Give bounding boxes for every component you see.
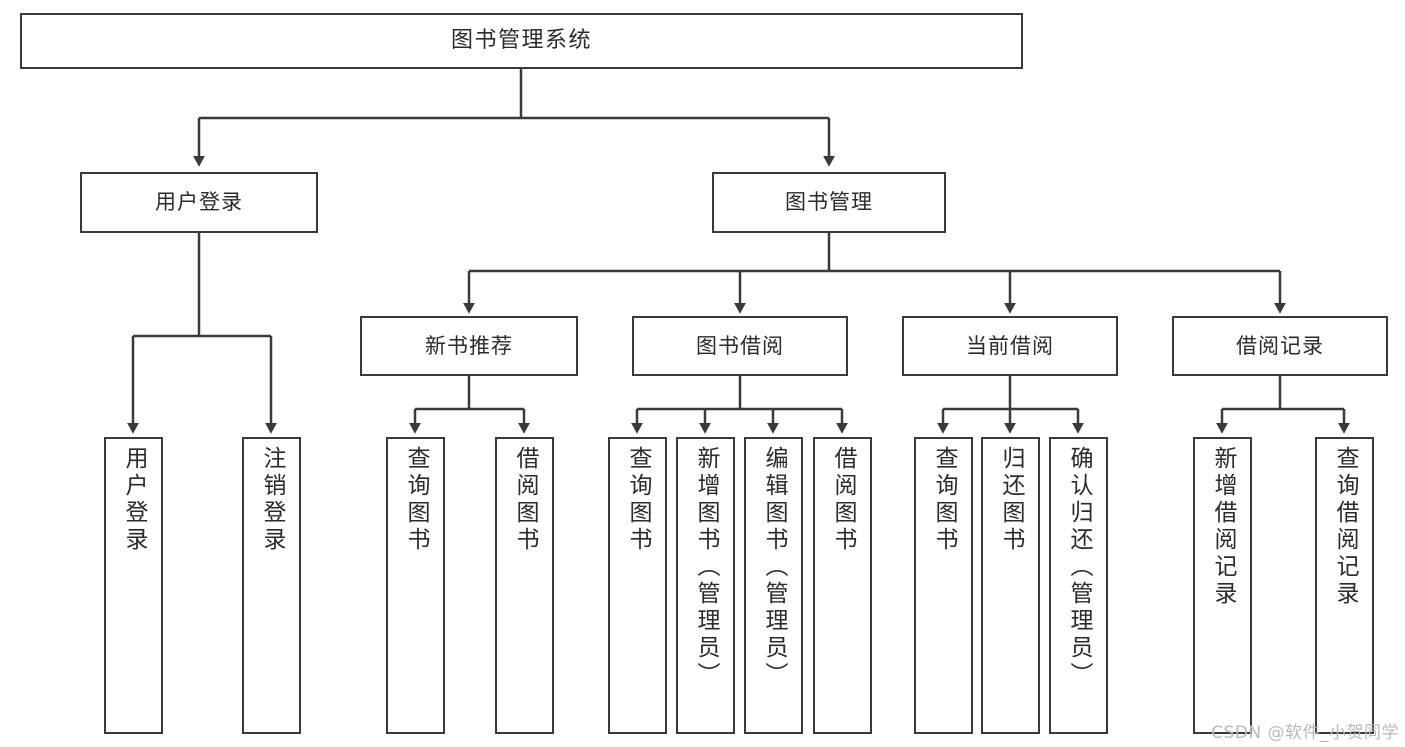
node-label: 当前借阅 bbox=[966, 333, 1054, 358]
node-label: 图书管理系统 bbox=[450, 28, 592, 54]
leaf-label: 注销登录 bbox=[259, 446, 285, 554]
node-label: 借阅记录 bbox=[1236, 333, 1324, 358]
leaf-query-book-recommend[interactable]: 查询图书 bbox=[386, 437, 445, 734]
leaf-add-book-admin[interactable]: 新增图书（管理员） bbox=[676, 437, 735, 734]
leaf-confirm-return-admin[interactable]: 确认归还（管理员） bbox=[1049, 437, 1108, 734]
node-borrow-records[interactable]: 借阅记录 bbox=[1172, 316, 1388, 376]
leaf-label: 查询图书 bbox=[625, 446, 651, 554]
leaf-label: 编辑图书（管理员） bbox=[761, 446, 787, 689]
leaf-label: 新增借阅记录 bbox=[1210, 446, 1236, 608]
leaf-label: 归还图书 bbox=[998, 446, 1024, 554]
leaf-query-book-current[interactable]: 查询图书 bbox=[914, 437, 973, 734]
node-label: 用户登录 bbox=[155, 190, 243, 215]
leaf-label: 借阅图书 bbox=[830, 446, 856, 554]
node-current-borrow[interactable]: 当前借阅 bbox=[902, 316, 1118, 376]
leaf-logout[interactable]: 注销登录 bbox=[242, 437, 301, 734]
leaf-query-borrow-record[interactable]: 查询借阅记录 bbox=[1315, 437, 1374, 734]
leaf-label: 用户登录 bbox=[121, 446, 147, 554]
leaf-label: 查询图书 bbox=[931, 446, 957, 554]
leaf-borrow-book-recommend[interactable]: 借阅图书 bbox=[495, 437, 554, 734]
csdn-watermark: CSDN @软件_小贺同学 bbox=[1211, 723, 1399, 743]
leaf-add-borrow-record[interactable]: 新增借阅记录 bbox=[1193, 437, 1252, 734]
node-label: 图书借阅 bbox=[696, 333, 784, 358]
leaf-label: 新增图书（管理员） bbox=[693, 446, 719, 689]
leaf-label: 查询借阅记录 bbox=[1332, 446, 1358, 608]
leaf-query-book-borrow[interactable]: 查询图书 bbox=[608, 437, 667, 734]
leaf-user-login[interactable]: 用户登录 bbox=[104, 437, 163, 734]
node-user-login[interactable]: 用户登录 bbox=[80, 172, 318, 233]
node-label: 新书推荐 bbox=[425, 333, 513, 358]
leaf-return-book[interactable]: 归还图书 bbox=[981, 437, 1040, 734]
node-root-book-management-system[interactable]: 图书管理系统 bbox=[20, 13, 1023, 69]
node-new-book-recommend[interactable]: 新书推荐 bbox=[360, 316, 578, 376]
node-book-borrow[interactable]: 图书借阅 bbox=[632, 316, 848, 376]
leaf-label: 确认归还（管理员） bbox=[1066, 446, 1092, 689]
node-label: 图书管理 bbox=[785, 190, 873, 215]
leaf-edit-book-admin[interactable]: 编辑图书（管理员） bbox=[744, 437, 803, 734]
leaf-label: 查询图书 bbox=[403, 446, 429, 554]
leaf-borrow-book[interactable]: 借阅图书 bbox=[813, 437, 872, 734]
leaf-label: 借阅图书 bbox=[512, 446, 538, 554]
node-book-management[interactable]: 图书管理 bbox=[712, 172, 946, 233]
